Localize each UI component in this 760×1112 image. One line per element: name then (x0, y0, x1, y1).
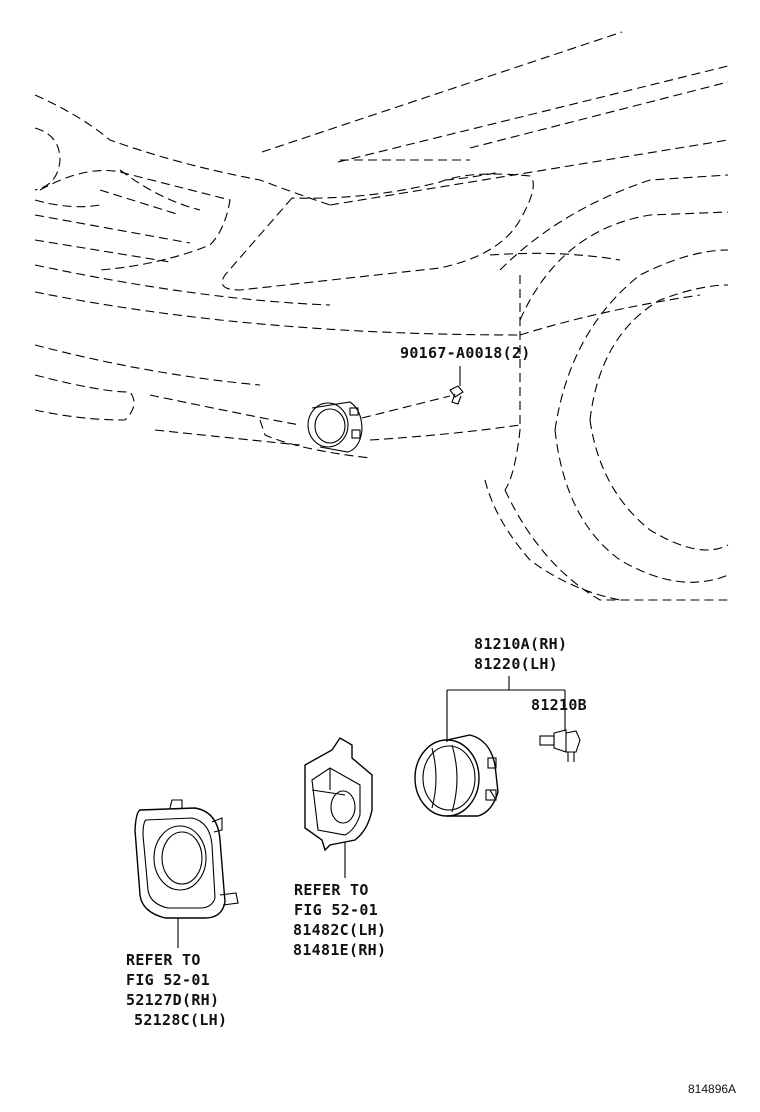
callout-bezel-fig: FIG 52-01 (126, 971, 210, 989)
callout-bezel-lh: 52128C(LH) (134, 1011, 228, 1029)
vehicle-body-outline (34, 31, 729, 601)
bolt-part (449, 385, 464, 405)
fog-lamp-bulb (539, 729, 581, 762)
fog-lamp-bracket (304, 737, 373, 878)
callout-lamp-rh: 81210A(RH) (474, 635, 568, 653)
installed-fog-lamp (307, 401, 363, 453)
figure-id: 814896A (688, 1082, 737, 1096)
callout-bulb: 81210B (531, 696, 587, 714)
callout-bracket-lh: 81482C(LH) (293, 921, 387, 939)
callout-bracket-fig: FIG 52-01 (294, 901, 378, 919)
callout-bracket-rh: 81481E(RH) (293, 941, 387, 959)
callout-bezel-refer: REFER TO (126, 951, 201, 969)
fog-lamp-bezel (134, 799, 239, 948)
fog-lamp-assembly (414, 734, 499, 817)
callout-bolt: 90167-A0018(2) (400, 344, 531, 362)
lamp-callout-leader (446, 676, 566, 742)
callout-bezel-rh: 52127D(RH) (126, 991, 220, 1009)
callout-bracket-refer: REFER TO (294, 881, 369, 899)
callout-lamp-lh: 81220(LH) (474, 655, 558, 673)
bolt-leader (361, 395, 451, 419)
